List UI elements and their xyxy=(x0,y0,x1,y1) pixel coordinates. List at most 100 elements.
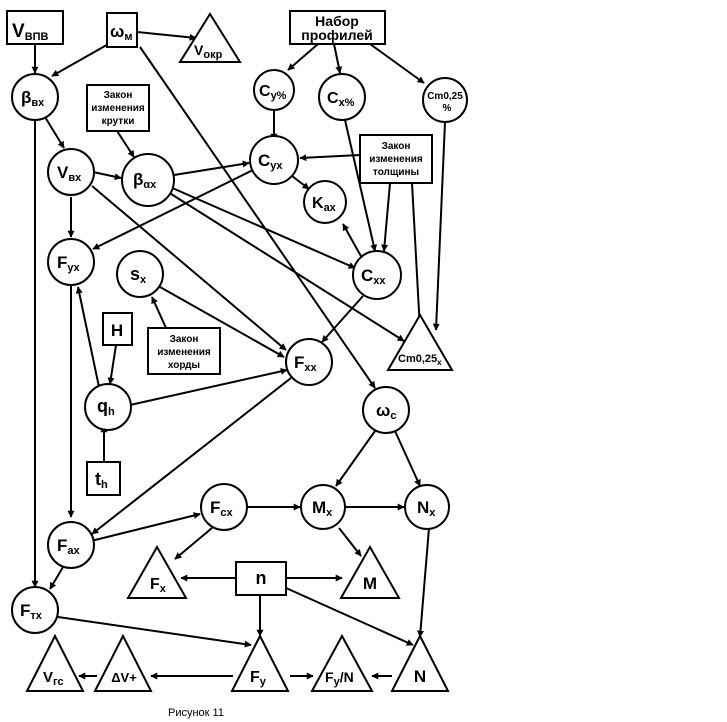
label-ftx: Fтх xyxy=(20,601,43,622)
label-profiles-1: Набор xyxy=(315,13,359,29)
label-kax: Kах xyxy=(312,195,337,214)
node-fy-triangle xyxy=(230,633,290,692)
edge-cxx-fxx xyxy=(321,295,364,343)
label-th: th xyxy=(95,469,108,491)
label-bign: N xyxy=(414,667,426,686)
edge-thickness-cm025x xyxy=(411,182,424,331)
edge-nx-bign xyxy=(417,527,430,638)
label-thickness-2: изменения xyxy=(369,154,423,165)
edge-mx-m xyxy=(338,527,362,557)
edge-vvx-fxx xyxy=(91,185,287,351)
label-chord-3: хорды xyxy=(168,360,200,371)
edge-profiles-cm xyxy=(369,43,425,84)
label-dv: ΔV+ xyxy=(111,670,137,685)
edge-qh-fyx xyxy=(75,286,100,388)
node-cyx-circle xyxy=(249,135,299,185)
label-cm-2: % xyxy=(443,103,452,114)
node-m-triangle xyxy=(339,544,401,599)
node-vgc-triangle xyxy=(25,633,85,692)
node-vvx-circle xyxy=(47,148,95,196)
edge-n-bign xyxy=(285,587,414,646)
edge-ftx-fy xyxy=(57,616,252,648)
edges xyxy=(31,31,446,680)
label-cm025x: Cm0,25x xyxy=(398,353,442,367)
node-cxx-circle xyxy=(352,250,402,300)
label-omegam: ωм xyxy=(110,22,133,43)
edge-profiles-cy xyxy=(287,43,319,71)
node-cy-circle xyxy=(253,69,295,111)
node-mx-circle xyxy=(300,484,346,530)
label-thickness-1: Закон xyxy=(382,141,411,152)
node-n-box xyxy=(235,561,287,596)
node-cm025x-triangle xyxy=(386,313,454,371)
node-shapes xyxy=(6,10,468,692)
label-profiles-2: профилей xyxy=(301,27,373,43)
node-fyn-triangle xyxy=(310,633,374,692)
edge-thickness-cxx xyxy=(381,182,391,252)
node-ftx-circle xyxy=(11,586,59,634)
node-thickness-box xyxy=(359,134,433,184)
edge-cx-cxx xyxy=(344,119,378,252)
edge-chord-sx xyxy=(151,296,167,329)
node-qh-circle xyxy=(84,383,132,431)
label-cyx: Cyx xyxy=(258,151,283,172)
node-twist-box xyxy=(86,84,150,132)
figure-caption: Рисунок 11 xyxy=(168,707,224,719)
label-cxx: Cxx xyxy=(361,266,386,287)
edge-cyx-kax xyxy=(291,175,310,190)
edge-fxx-fax xyxy=(91,377,292,535)
node-omegam-box xyxy=(106,12,138,48)
edge-cxx-kax xyxy=(342,223,363,259)
edge-sx-fxx xyxy=(159,286,285,358)
label-cx: Cx% xyxy=(327,90,355,109)
label-fxx: Fxx xyxy=(294,353,318,374)
label-vokr: Vокр xyxy=(194,42,223,61)
label-fx: Fx xyxy=(150,576,167,595)
label-twist-3: крутки xyxy=(102,116,135,127)
label-betavx: βвх xyxy=(21,88,45,109)
edge-omegam-vokr xyxy=(136,31,197,41)
edge-betavx-vvx xyxy=(44,116,65,149)
label-fyn: Fy/N xyxy=(325,669,354,688)
label-vvpv: VВПВ xyxy=(12,21,49,43)
edge-cyx-fyx xyxy=(92,169,254,250)
node-cx-circle xyxy=(318,73,366,121)
node-labels: VВПВ ωм Vокр Набор профилей βвх Cy% Cx% … xyxy=(12,13,463,688)
label-mx: Mx xyxy=(312,498,333,519)
node-chord-box xyxy=(147,327,221,375)
node-fxx-circle xyxy=(285,338,333,386)
label-nx: Nx xyxy=(417,498,436,519)
edge-fax-fcx xyxy=(90,512,201,542)
node-fx-triangle xyxy=(126,544,188,599)
node-th-box xyxy=(86,461,121,496)
edge-omegac-nx xyxy=(394,430,421,487)
edge-betaax-cm025x xyxy=(167,191,405,342)
label-twist-1: Закон xyxy=(104,90,133,101)
edge-vvx-betaax xyxy=(92,171,122,181)
node-sx-circle xyxy=(116,250,164,298)
node-profiles-box xyxy=(289,10,386,45)
node-dv-triangle xyxy=(93,633,153,692)
label-betaax: βαх xyxy=(133,170,157,191)
label-vgc: Vгс xyxy=(43,669,64,688)
label-fy: Fy xyxy=(250,669,267,688)
edge-cm-cm025x xyxy=(432,121,446,331)
label-n: n xyxy=(256,568,267,588)
label-chord-2: изменения xyxy=(157,347,211,358)
label-fyx: Fyx xyxy=(57,253,81,274)
node-vvpv-box xyxy=(6,10,64,45)
label-sx: sx xyxy=(130,264,147,286)
edge-h-qh xyxy=(107,344,117,385)
label-cy: Cy% xyxy=(259,83,287,102)
edge-omegam-omegac xyxy=(139,46,376,389)
edge-betaax-cyx xyxy=(173,160,250,176)
edge-profiles-cx xyxy=(333,43,343,74)
node-fax-circle xyxy=(47,521,95,569)
node-fcx-circle xyxy=(200,483,248,531)
node-vokr-triangle xyxy=(178,12,242,63)
node-cm-circle xyxy=(422,77,468,123)
label-cm-1: Cm0,25 xyxy=(427,91,463,102)
node-h-box xyxy=(102,312,133,346)
edge-qh-fxx xyxy=(129,367,288,406)
